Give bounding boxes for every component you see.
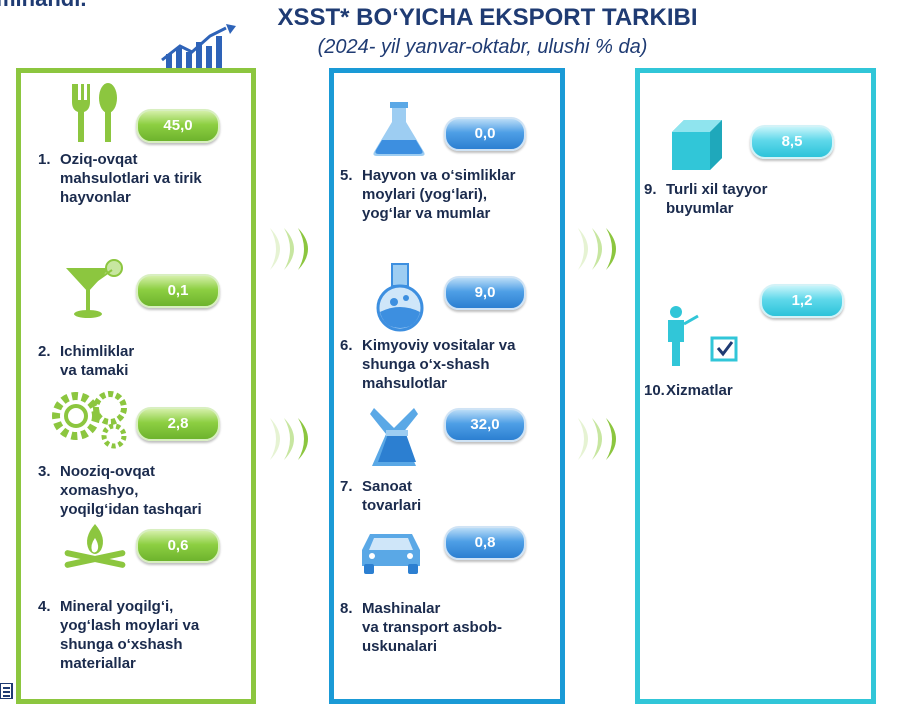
chevron-arrows-icon (578, 228, 616, 270)
category-label: 4.Mineral yoqilg‘i, yog‘lash moylari va … (38, 598, 200, 672)
value-pill: 0,8 (444, 526, 526, 560)
growth-chart-icon (161, 24, 236, 70)
value-pill: 0,0 (444, 117, 526, 151)
chevron-arrows-icon (578, 418, 616, 460)
value-pill: 32,0 (444, 408, 526, 442)
value-pill: 9,0 (444, 276, 526, 310)
value-pill: 0,1 (136, 274, 220, 308)
category-label: 9.Turli xil tayyor buyumlar (644, 181, 768, 217)
category-label: 7.Sanoat tovarlari (340, 478, 422, 514)
chemistry-flask-icon (376, 263, 424, 332)
value-pill: 2,8 (136, 407, 220, 441)
value-pill: 8,5 (750, 125, 834, 159)
category-label: 5.Hayvon va o‘simliklar moylari (yog‘lar… (340, 167, 516, 222)
category-label: 3.Nooziq-ovqat xomashyo, yoqilg‘idan tas… (38, 463, 202, 518)
chevron-arrows-icon (270, 418, 308, 460)
value-pill: 1,2 (760, 284, 844, 318)
page-subtitle: (2024- yil yanvar-oktabr, ulushi % da) (317, 36, 648, 58)
presenter-icon (668, 306, 738, 366)
chevron-arrows-icon (270, 228, 308, 270)
category-label: 10.Xizmatlar (644, 382, 733, 399)
cut-off-heading: mlnandi. (0, 0, 86, 12)
value-pill: 45,0 (136, 109, 220, 143)
category-label: 1.Oziq-ovqat mahsulotlari va tirik hayvo… (38, 151, 202, 206)
value-pill: 0,6 (136, 529, 220, 563)
category-label: 2.Ichimliklar va tamaki (38, 343, 135, 379)
car-icon (362, 534, 420, 574)
column-cyan (635, 68, 876, 704)
fabric-icon (370, 408, 418, 466)
column-green (16, 68, 256, 704)
flask-icon (373, 102, 425, 156)
gears-icon (52, 391, 127, 449)
page-title: XSST* BO‘YICHA EKSPORT TARKIBI (277, 4, 698, 31)
cocktail-icon (66, 259, 123, 318)
category-label: 6.Kimyoviy vositalar va shunga o‘x-shash… (340, 337, 516, 392)
cube-icon (672, 120, 722, 170)
cutlery-icon (72, 83, 117, 142)
campfire-icon (64, 524, 126, 568)
category-label: 8.Mashinalar va transport asbob- uskunal… (340, 600, 503, 655)
menu-icon (0, 683, 13, 699)
